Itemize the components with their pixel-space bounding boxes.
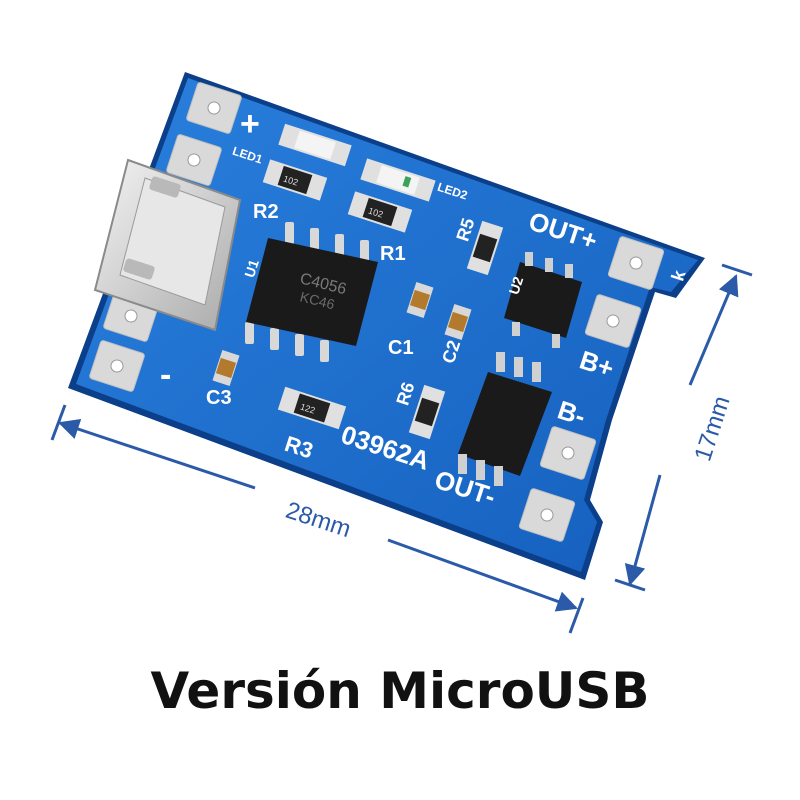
height-arrow-bottom (624, 474, 662, 587)
width-arrow-left (58, 419, 256, 490)
chip-u1-pins (245, 222, 369, 362)
capacitor-c1 (406, 282, 434, 318)
capacitor-c3 (212, 350, 240, 386)
solder-pads (89, 82, 665, 542)
label-u2: U2 (505, 274, 526, 296)
capacitor-c2 (444, 304, 472, 340)
resistor-r5 (466, 220, 504, 276)
usb-tab (123, 258, 155, 280)
resistor-r2 (262, 159, 328, 201)
chip-u3 (458, 352, 552, 486)
label-r1: R1 (380, 243, 406, 265)
chip-u2 (504, 252, 582, 348)
resistor-r3 (277, 386, 347, 430)
dimension-lines (50, 263, 753, 634)
pad-hole (207, 101, 221, 115)
resistor-r1 (347, 191, 413, 233)
label-r2: R2 (253, 201, 279, 223)
pad-hole (124, 309, 138, 323)
width-tick-right (568, 597, 585, 634)
led1 (278, 123, 352, 167)
pad-hole (606, 314, 620, 328)
led2 (360, 158, 436, 202)
width-arrow-right (387, 538, 578, 612)
pad-hole (561, 446, 575, 460)
smd-components: 102 102 122 (212, 123, 504, 440)
resistor-r6 (408, 384, 446, 440)
height-tick-top (721, 263, 753, 277)
resistor-r2-value: 102 (282, 174, 299, 188)
micro-usb-connector (93, 158, 242, 332)
label-c3: C3 (206, 387, 232, 409)
pad-hole (629, 256, 643, 270)
chip-u1: C4056 KC46 (245, 222, 378, 362)
label-u1: U1 (241, 257, 262, 279)
resistor-r1-value: 102 (367, 206, 384, 220)
height-arrow-top (688, 274, 739, 386)
label-plus: + (240, 105, 260, 143)
usb-tab (149, 176, 181, 198)
label-minus: - (160, 356, 171, 394)
pad-hole (110, 359, 124, 373)
resistor-r3-value: 122 (299, 402, 316, 416)
pad-hole (540, 508, 554, 522)
height-dimension-label: 17mm (689, 393, 735, 465)
chip-u1-body (246, 238, 378, 346)
width-dimension-label: 28mm (282, 497, 354, 543)
pad-hole (187, 153, 201, 167)
label-c1: C1 (388, 337, 414, 359)
caption-title: Versión MicroUSB (150, 662, 650, 720)
